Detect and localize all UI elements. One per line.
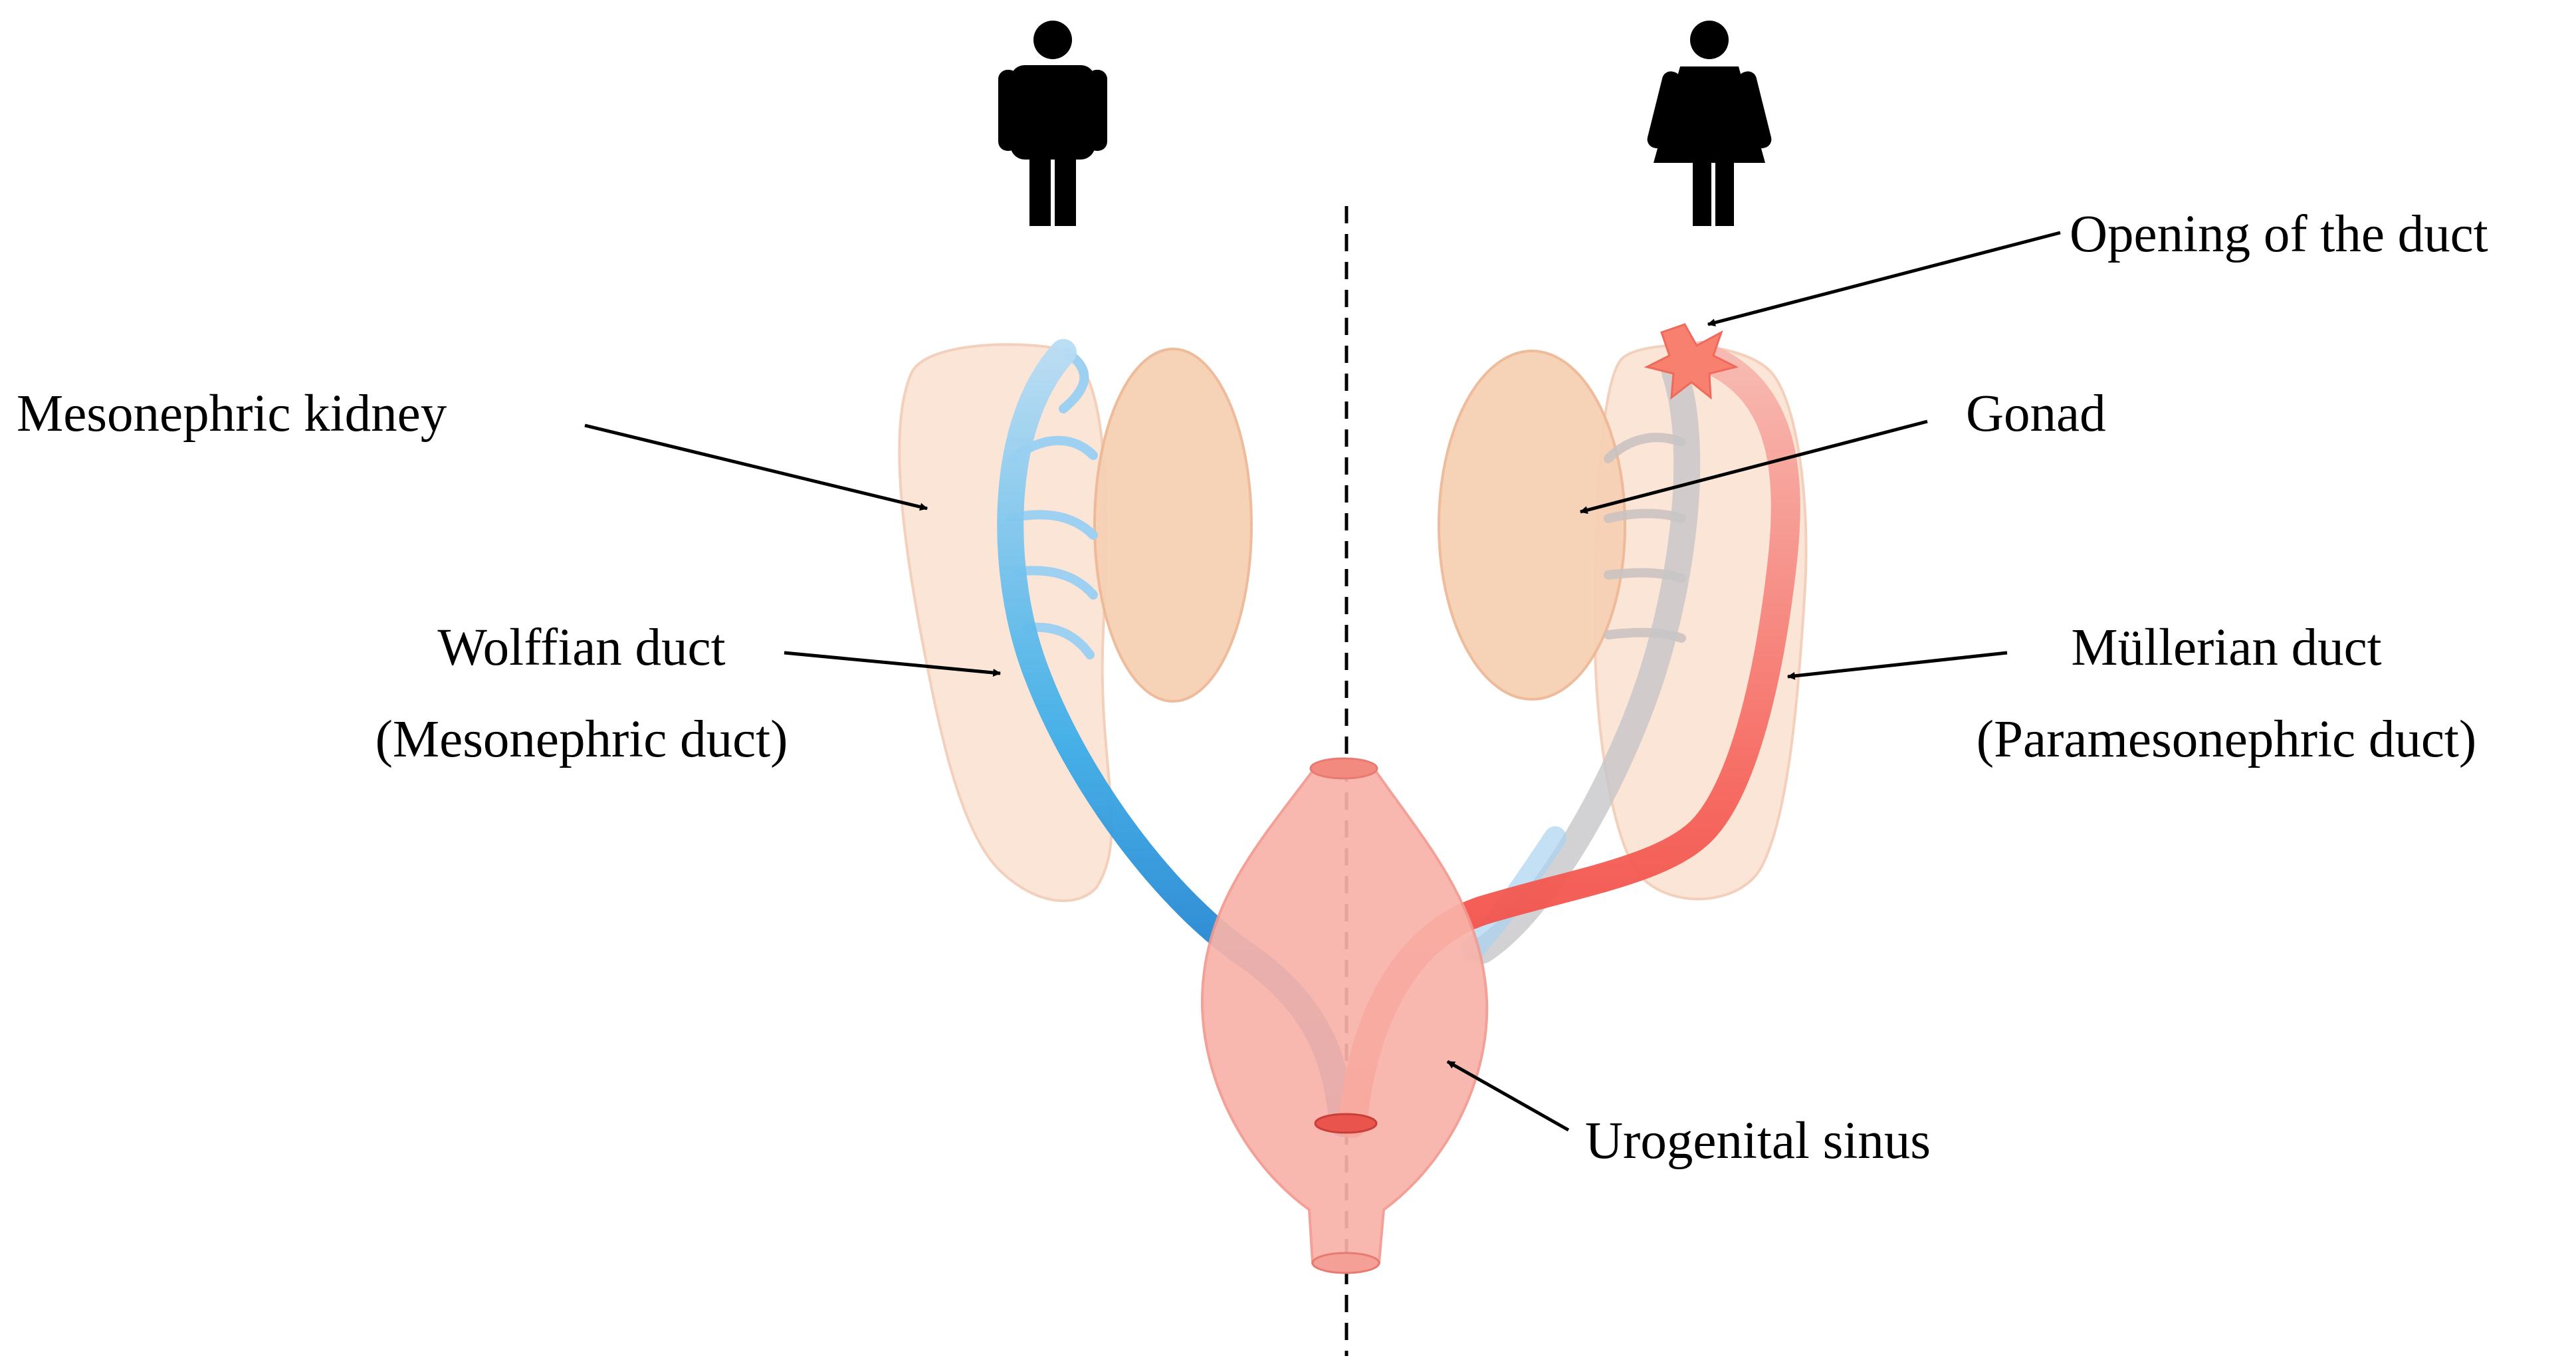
label-arrows bbox=[584, 231, 2061, 1132]
duct-opening-star bbox=[1644, 323, 1739, 400]
arrow-wolffian-duct bbox=[784, 651, 1002, 677]
label-wolffian-duct-alt: (Mesonephric duct) bbox=[376, 711, 788, 768]
arrow-opening-of-duct bbox=[1707, 231, 2061, 327]
sinus-top-opening bbox=[1309, 757, 1378, 780]
label-gonad: Gonad bbox=[1966, 385, 2106, 443]
gonad-left bbox=[1093, 348, 1253, 703]
label-wolffian-duct: Wolffian duct bbox=[437, 619, 725, 677]
sinus-inner-opening bbox=[1314, 1113, 1378, 1134]
arrow-mullerian-duct bbox=[1786, 651, 2008, 680]
arrow-gonad bbox=[1579, 419, 1928, 514]
gonad-right bbox=[1438, 350, 1626, 701]
male-person-icon bbox=[998, 21, 1107, 226]
female-person-icon bbox=[1647, 21, 1772, 226]
arrow-urogenital-sinus bbox=[1446, 1060, 1570, 1132]
arrow-mesonephric-kidney bbox=[584, 423, 928, 511]
urogenital-sinus bbox=[1201, 770, 1489, 1264]
label-mullerian-duct: Müllerian duct bbox=[2071, 619, 2381, 677]
label-urogenital-sinus: Urogenital sinus bbox=[1585, 1112, 1931, 1170]
mesonephric-kidney-left bbox=[898, 343, 1113, 902]
label-opening-of-duct: Opening of the duct bbox=[2070, 205, 2488, 263]
label-mullerian-duct-alt: (Paramesonephric duct) bbox=[1977, 711, 2476, 768]
sinus-bottom-opening bbox=[1311, 1252, 1380, 1274]
label-mesonephric-kidney: Mesonephric kidney bbox=[17, 385, 447, 443]
